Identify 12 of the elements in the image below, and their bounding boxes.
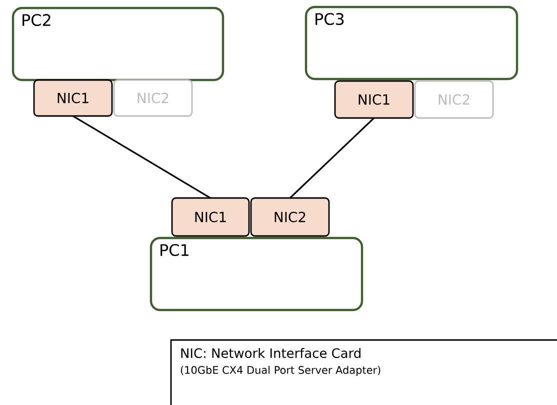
cable-line bbox=[72, 115, 211, 199]
network-card-box: NIC2 bbox=[250, 197, 330, 237]
computer-box: PC1 bbox=[150, 236, 364, 312]
network-card-box: NIC2 bbox=[414, 80, 494, 119]
network-card-box: NIC1 bbox=[334, 80, 414, 119]
network-card-box: NIC1 bbox=[33, 79, 113, 117]
cable-line bbox=[289, 117, 375, 199]
network-card-box: NIC2 bbox=[113, 79, 193, 117]
network-card-box: NIC1 bbox=[171, 197, 250, 237]
computer-box: PC3 bbox=[304, 6, 518, 80]
note-box: NIC: Network Interface Card (10GbE CX4 Dual Port Server Adapter) bbox=[170, 339, 557, 405]
computer-box: PC2 bbox=[12, 6, 224, 82]
